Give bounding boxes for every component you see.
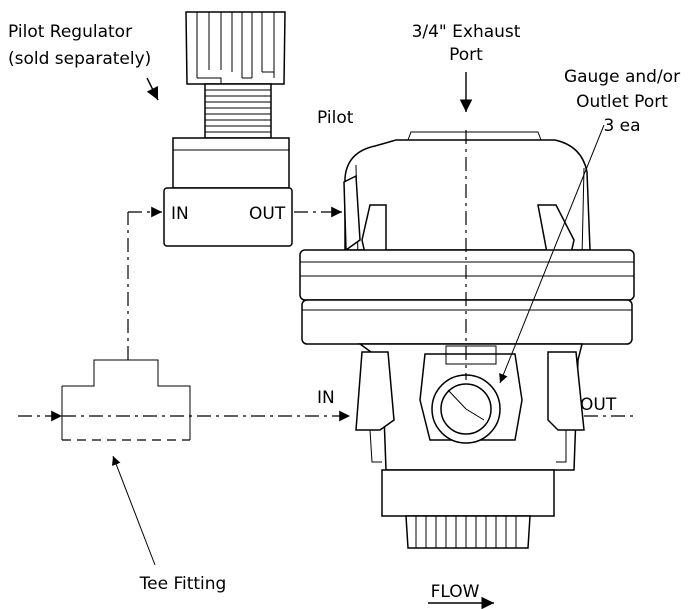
- valve-out-label: OUT: [580, 395, 617, 415]
- regulator-in-label: IN: [171, 204, 189, 224]
- pilot-regulator-label-line1: Pilot Regulator: [8, 22, 132, 42]
- gauge-leader-arrow: [499, 124, 605, 384]
- dashed-piping: [18, 130, 634, 422]
- leader-arrows: [112, 72, 605, 609]
- valve-body: [299, 131, 635, 549]
- valve-in-label: IN: [317, 388, 335, 408]
- gauge-port-label-line1: Gauge and/or: [564, 67, 680, 87]
- tee-fitting: [61, 359, 191, 441]
- exhaust-port-label-line2: Port: [449, 45, 483, 65]
- tee-leader-arrow: [112, 455, 156, 566]
- regulator-out-label: OUT: [249, 204, 286, 224]
- pilot-regulator-leader-arrow: [146, 77, 159, 101]
- exhaust-port-label-line1: 3/4" Exhaust: [412, 22, 521, 42]
- gauge-port-label-line3: 3 ea: [603, 116, 640, 136]
- gauge-port-label-line2: Outlet Port: [576, 92, 668, 112]
- pilot-label: Pilot: [317, 108, 354, 128]
- flow-label: FLOW: [431, 582, 480, 602]
- pilot-regulator: [163, 11, 293, 247]
- pilot-regulator-label-line2: (sold separately): [8, 49, 151, 69]
- tee-fitting-label: Tee Fitting: [139, 574, 227, 594]
